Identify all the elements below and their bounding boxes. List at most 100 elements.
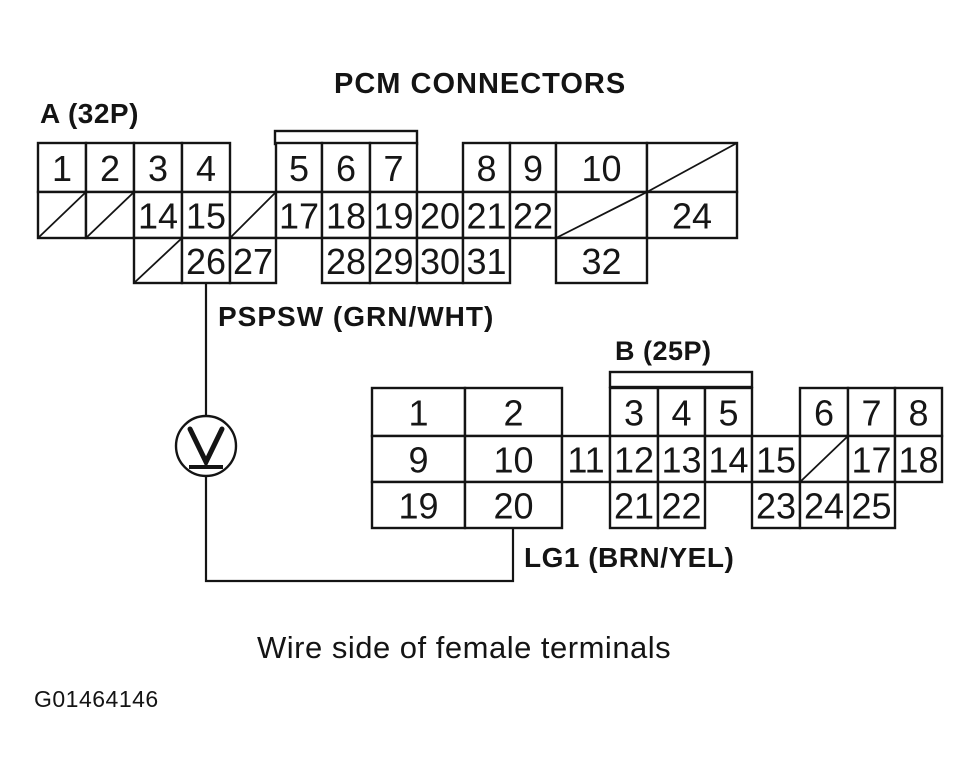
connector-a-no-terminal-slash [555,191,648,239]
connector-b-terminal-4 [656,386,707,438]
connector-a-terminal-24 [645,190,739,240]
connector-a-terminal-number: 22 [513,196,553,237]
connector-a-terminal-9 [508,141,558,194]
connector-b-keying-tab [608,370,754,389]
connector-a-terminal-number: 30 [420,241,460,282]
connector-a-terminal-4 [180,141,232,194]
connector-b-terminal-9 [370,434,467,484]
connector-a-terminal-number: 9 [523,148,543,189]
connector-b-terminal-number: 5 [718,393,738,434]
connector-a-no-terminal-slash [37,191,87,239]
connector-a-terminal-5 [274,141,324,194]
connector-a-terminal-number: 8 [476,148,496,189]
connector-b-terminal-number: 18 [898,440,938,481]
connector-b-terminal-19 [370,480,467,530]
connector-b-terminal-number: 25 [851,486,891,527]
connector-b-label: B (25P) [615,336,712,366]
connector-a-terminal-number: 29 [373,241,413,282]
connector-b-terminal-number: 9 [408,440,428,481]
connector-b-terminal-number: 24 [804,486,844,527]
connector-b-terminal-5 [703,386,754,438]
connector-b-terminal-number: 17 [851,440,891,481]
connector-a-terminal-26 [180,236,232,285]
connector-a-terminal-number: 14 [138,196,178,237]
connector-a-terminal-number: 21 [466,196,506,237]
connector-a-no-terminal-slash [85,191,135,239]
connector-a-terminal-31 [461,236,512,285]
connector-b-terminal-8 [893,386,944,438]
connector-b-terminal-number: 19 [398,486,438,527]
connector-b-terminal-number: 1 [408,393,428,434]
connector-a-terminal-number: 17 [279,196,319,237]
connector-a-terminal-number: 5 [289,148,309,189]
connector-a-terminal-number: 31 [466,241,506,282]
connector-b-terminal-number: 4 [671,393,691,434]
page-title: PCM CONNECTORS [334,68,627,100]
connector-a-terminal-10 [554,141,649,194]
connector-a-terminal-number: 10 [581,148,621,189]
connector-a-terminal-number: 1 [52,148,72,189]
connector-b-terminal-10 [463,434,564,484]
connector-b-terminal-25 [846,480,897,530]
connector-b-terminal-6 [798,386,850,438]
connector-a-terminal-number: 4 [196,148,216,189]
connector-a-terminal-32 [554,236,649,285]
diagram-caption: Wire side of female terminals [257,630,672,665]
connector-b-terminal-24 [798,480,850,530]
connector-b-terminal-number: 3 [624,393,644,434]
voltmeter-v-icon [187,426,225,468]
connector-b-terminal-number: 15 [756,440,796,481]
connector-a-terminal-number: 20 [420,196,460,237]
connector-b-terminal-number: 8 [908,393,928,434]
connector-b-terminal-number: 21 [614,486,654,527]
connector-a-terminal-number: 7 [383,148,403,189]
connector-b-terminal-23 [750,480,802,530]
connector-a-terminal-7 [368,141,419,194]
connector-b-terminal-number: 6 [814,393,834,434]
document-id: G01464146 [34,686,159,712]
connector-b-terminal-18 [893,434,944,484]
connector-a-terminal-number: 24 [672,196,712,237]
connector-a-terminal-number: 15 [186,196,226,237]
connector-a-terminal-number: 3 [148,148,168,189]
connector-b-no-terminal-slash [799,435,849,483]
connector-b-terminal-number: 12 [614,440,654,481]
connector-b-terminal-number: 22 [661,486,701,527]
connector-b-terminal-11 [560,434,612,484]
connector-b-terminal-number: 20 [493,486,533,527]
connector-b-terminal-number: 7 [861,393,881,434]
connector-a-terminal-number: 27 [233,241,273,282]
connector-b-terminal-number: 11 [567,440,604,481]
connector-b-terminal-13 [656,434,707,484]
connector-b-signal-label: LG1 (BRN/YEL) [524,542,735,573]
connector-a-no-terminal-slash [646,142,738,193]
connector-a-terminal-number: 19 [373,196,413,237]
connector-a-signal-label: PSPSW (GRN/WHT) [218,301,495,332]
connector-a-no-terminal-slash [133,237,183,284]
connector-a-terminal-14 [132,190,184,240]
connector-a-terminal-27 [228,236,278,285]
test-wire-segment-2 [204,476,515,583]
connector-a-terminal-number: 28 [326,241,366,282]
connector-a-terminal-6 [320,141,372,194]
connector-b-terminal-22 [656,480,707,530]
connector-b-terminal-number: 2 [503,393,523,434]
connector-a-terminal-28 [320,236,372,285]
connector-b-terminal-number: 14 [708,440,748,481]
connector-a-no-terminal-slash [229,191,277,239]
connector-a-terminal-17 [274,190,324,240]
connector-b-terminal-number: 10 [493,440,533,481]
connector-b-terminal-20 [463,480,564,530]
connector-b-terminal-number: 23 [756,486,796,527]
connector-b-terminal-number: 13 [661,440,701,481]
connector-a-label: A (32P) [40,98,139,129]
connector-a-terminal-number: 26 [186,241,226,282]
connector-a-terminal-number: 32 [581,241,621,282]
connector-a-terminal-30 [415,236,465,285]
connector-a-terminal-number: 18 [326,196,366,237]
connector-a-terminal-number: 2 [100,148,120,189]
connector-a-terminal-2 [84,141,136,194]
connector-a-terminal-number: 6 [336,148,356,189]
